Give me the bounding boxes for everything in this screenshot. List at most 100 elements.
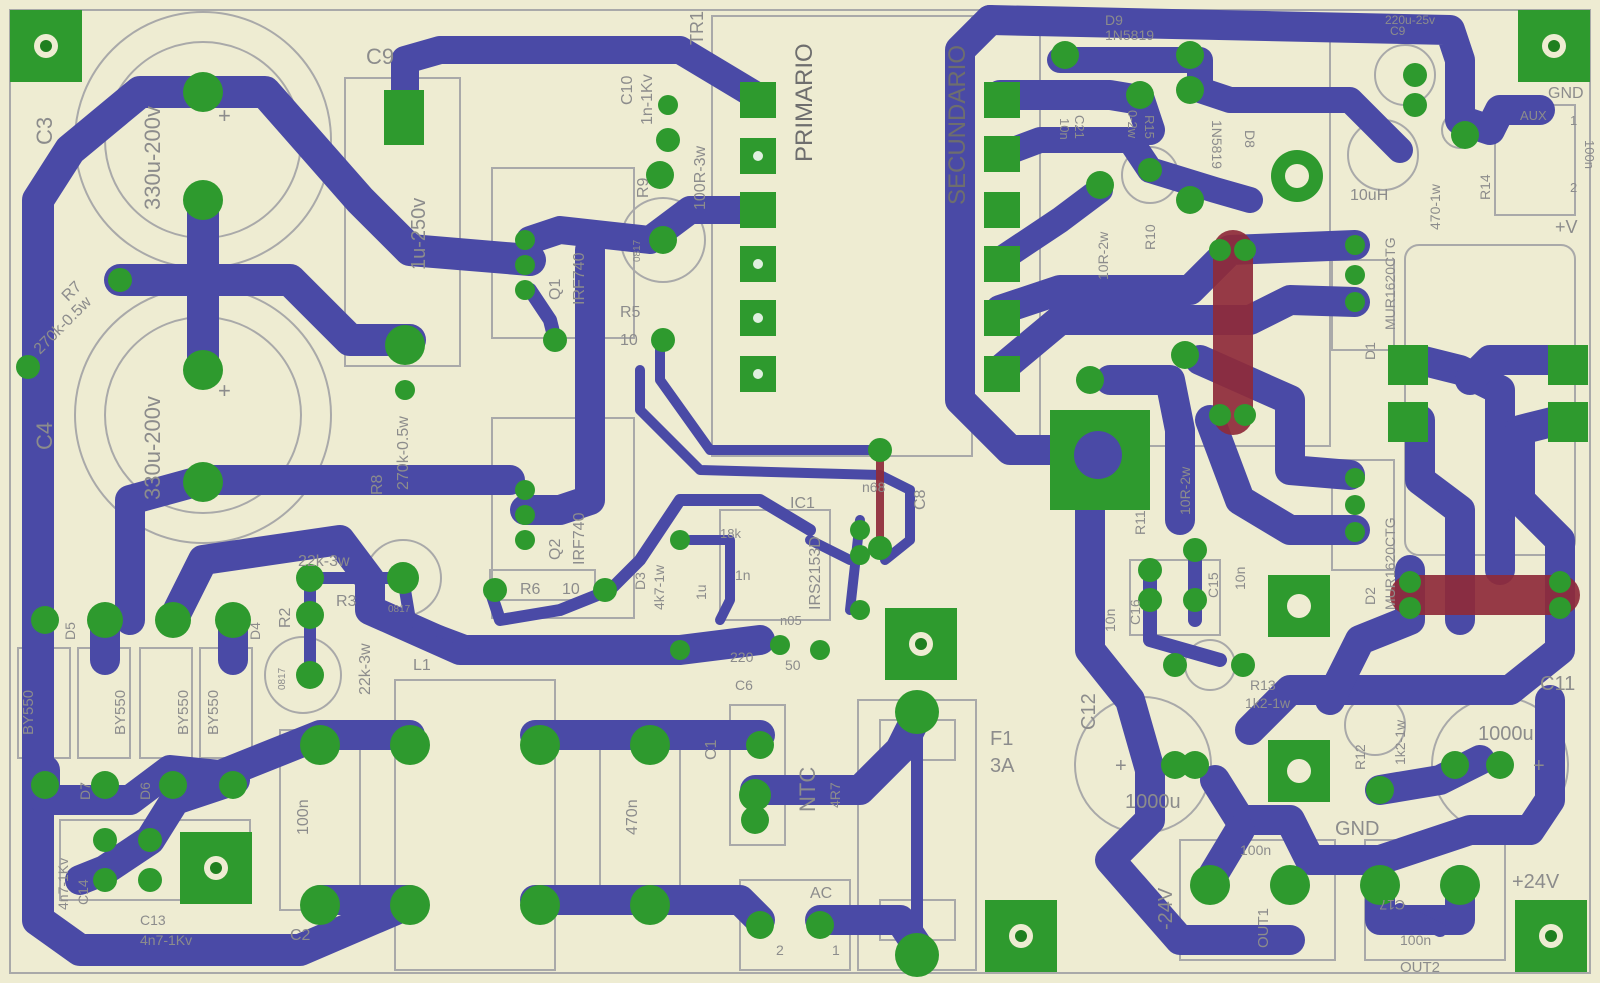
label-c2: C2 xyxy=(290,927,311,944)
label-c6: C6 xyxy=(735,677,753,693)
label-primario: PRIMARIO xyxy=(791,43,818,162)
label-r12: R12 xyxy=(1352,744,1368,770)
label-plus24: +24V xyxy=(1512,871,1560,893)
board-outline xyxy=(9,9,1591,974)
label-r6-value: 10 xyxy=(562,581,580,598)
label-c3: C3 xyxy=(32,117,57,145)
label-c10: C10 xyxy=(619,76,636,105)
label-r12-value: 1k2-1w xyxy=(1392,719,1408,765)
label-c-100n-aux: 100n xyxy=(1582,140,1597,169)
label-18k: 18k xyxy=(720,526,741,541)
label-c13: C13 xyxy=(140,912,166,928)
label-r13: R13 xyxy=(1250,677,1276,693)
label-ac-pin1: 1 xyxy=(832,942,840,958)
label-c4-value: 330u-200v xyxy=(140,396,165,500)
label-code-r3: 0817 xyxy=(388,604,411,615)
label-q2: Q2 xyxy=(547,539,564,560)
label-r2-value: 22k-3w xyxy=(298,553,350,570)
label-by550-b: BY550 xyxy=(112,690,129,735)
label-d1-part: MUR1620CTG xyxy=(1382,237,1398,330)
label-c11: C11 xyxy=(1540,673,1575,695)
label-l1: L1 xyxy=(413,657,431,674)
label-c9b: C9 xyxy=(1390,24,1406,38)
label-d8: D8 xyxy=(1242,130,1258,148)
label-ac: AC xyxy=(810,885,832,902)
label-c1: C1 xyxy=(703,739,720,760)
label-aux-pin2: 2 xyxy=(1570,180,1577,195)
label-tr1: TR1 xyxy=(687,11,707,45)
label-c9b-value: 220u-25v xyxy=(1385,13,1435,27)
label-q1: Q1 xyxy=(547,279,564,300)
label-out2: OUT2 xyxy=(1400,959,1440,976)
label-c11-value: 1000u xyxy=(1478,723,1534,745)
label-c100n-a: 100n xyxy=(1240,842,1271,858)
label-c16-value: 10n xyxy=(1102,609,1118,632)
label-ic1-part: IRS2153D xyxy=(807,536,824,610)
label-r14-value: 470-1w xyxy=(1427,183,1443,230)
label-c15-value: 10n xyxy=(1232,567,1248,590)
bottom-traces xyxy=(22,5,1575,966)
label-plus-c12: + xyxy=(1115,755,1127,777)
label-c7-value: 1n xyxy=(735,567,751,583)
label-l-10uh: 10uH xyxy=(1350,187,1388,204)
label-c9-value: 1u-250v xyxy=(408,198,430,270)
label-c13-value: 4n7-1Kv xyxy=(140,932,192,948)
label-minus24: -24V xyxy=(1155,887,1177,930)
label-by550-a: BY550 xyxy=(20,690,37,735)
pads xyxy=(10,10,1590,977)
label-c14-value: 4n7-1Kv xyxy=(55,858,71,910)
label-d1: D1 xyxy=(1362,342,1378,360)
label-d4: D4 xyxy=(247,622,263,640)
label-d3: D3 xyxy=(632,572,648,590)
label-d3-value: 4k7-1w xyxy=(651,564,667,610)
label-r3: R3 xyxy=(336,593,357,610)
label-r10-value: 10R-2w xyxy=(1095,231,1111,280)
label-r5-value: 10 xyxy=(620,332,638,349)
label-c3-value: 330u-200v xyxy=(140,106,165,210)
label-r6: R6 xyxy=(520,581,541,598)
component-labels: C3 330u-200v C4 330u-200v R7 270k-0.5w C… xyxy=(20,11,1597,976)
label-c100n-b: 100n xyxy=(1400,932,1431,948)
label-c21: C21 xyxy=(1072,115,1087,139)
label-by550-d: BY550 xyxy=(205,690,222,735)
label-code-r9: 0817 xyxy=(632,239,643,262)
label-ntc-value: 4R7 xyxy=(827,782,843,808)
label-plus-c11: + xyxy=(1533,755,1545,777)
label-r8: R8 xyxy=(369,474,386,495)
label-c15: C15 xyxy=(1205,572,1221,598)
label-out1: OUT1 xyxy=(1255,908,1272,948)
label-d8-part: 1N5819 xyxy=(1209,120,1225,169)
label-c17: C17 xyxy=(1379,897,1405,913)
label-gnd-top: GND xyxy=(1548,85,1584,102)
label-code-r2: 0817 xyxy=(277,667,288,690)
label-n05: n05 xyxy=(780,613,802,628)
label-d9: D9 xyxy=(1105,12,1123,28)
label-c1-value: 470n xyxy=(624,799,641,835)
label-aux: AUX xyxy=(1520,108,1547,123)
label-c6-value: 220 xyxy=(730,649,754,665)
label-f1-value: 3A xyxy=(990,755,1015,777)
label-r2: R2 xyxy=(277,607,294,628)
label-r9-value: 100R-3w xyxy=(692,146,709,210)
label-r8-value: 270k-0.5w xyxy=(395,416,412,490)
label-c-1u: 1u xyxy=(693,584,709,600)
top-traces xyxy=(876,230,1580,615)
label-r11: R11 xyxy=(1132,510,1148,535)
label-c8: C8 xyxy=(912,489,929,510)
label-r15: R15 xyxy=(1142,115,1157,139)
label-d9-part: 1N5819 xyxy=(1105,27,1154,43)
label-d6: D6 xyxy=(137,782,153,800)
label-d7: D7 xyxy=(77,782,93,800)
label-c9: C9 xyxy=(366,44,394,69)
label-r9: R9 xyxy=(635,177,652,198)
label-ntc: NTC xyxy=(795,767,820,812)
label-r14: R14 xyxy=(1477,174,1493,200)
label-aux-pin1: 1 xyxy=(1570,113,1577,128)
label-r13-value: 1k2-1w xyxy=(1245,695,1291,711)
label-d2: D2 xyxy=(1362,587,1378,605)
label-d5: D5 xyxy=(62,622,78,640)
label-c10-value: 1n-1Kv xyxy=(639,74,656,125)
label-gnd-bottom: GND xyxy=(1335,818,1379,840)
label-f1: F1 xyxy=(990,728,1013,750)
